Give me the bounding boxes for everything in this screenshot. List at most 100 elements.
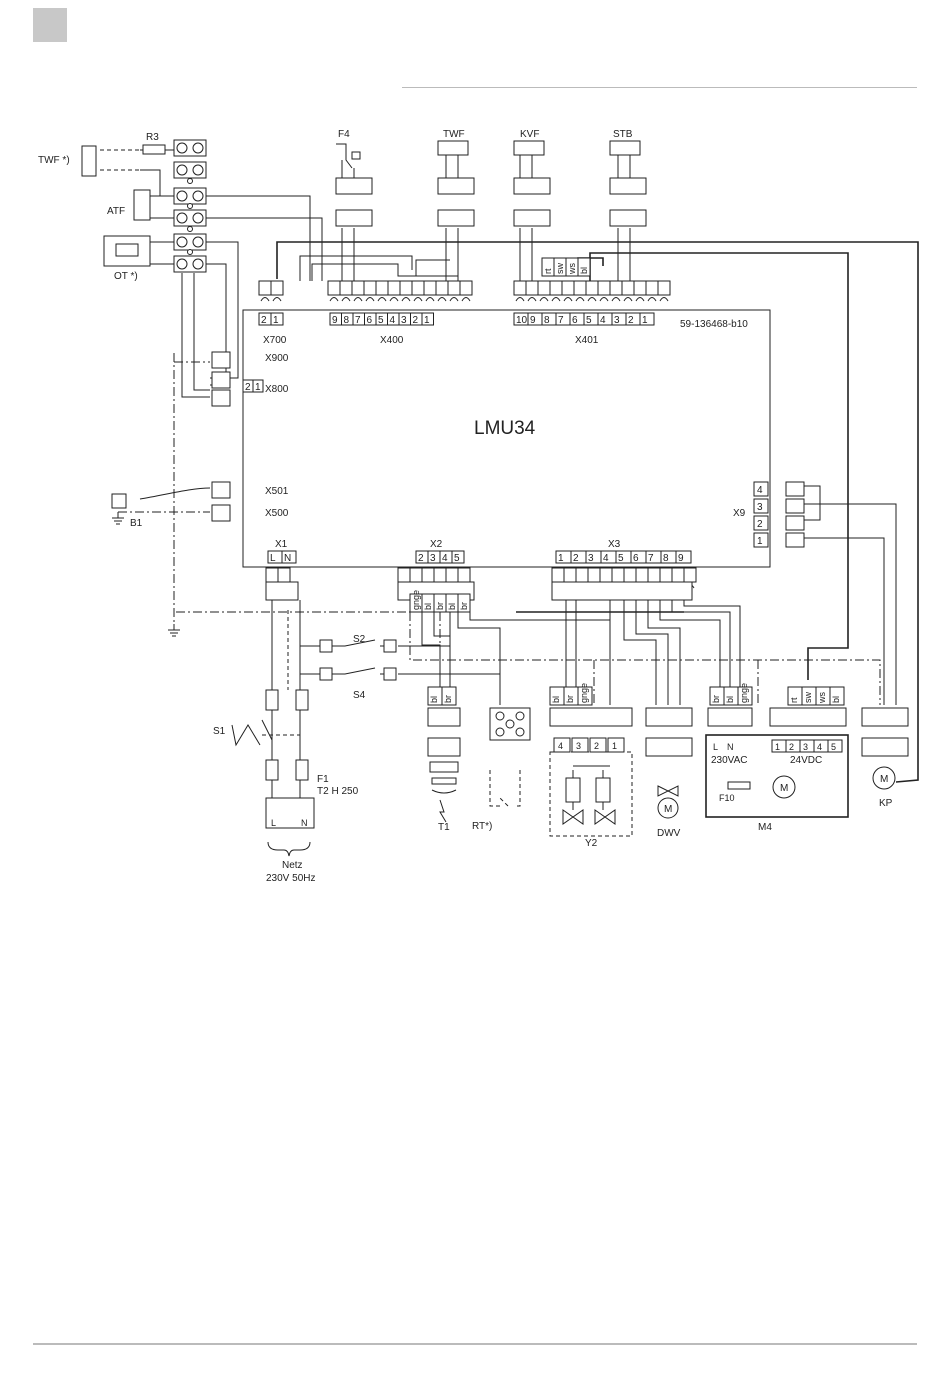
x3-plug-cell [623, 567, 637, 583]
mains-fuse-n [295, 759, 309, 781]
x400-plug-cell [375, 280, 389, 296]
mains-plug-l [265, 689, 279, 711]
x700-plug-cell [270, 280, 284, 296]
connector-x501: X501 [265, 486, 289, 497]
x401-wire-color: ws [567, 263, 577, 275]
m4-ac-pin: L [713, 742, 718, 752]
x3-plug-body [551, 581, 693, 601]
y2-wire-color: gnge [579, 683, 589, 703]
kp-pump-motor [872, 766, 896, 790]
m4-ac-wire-color: gnge [739, 683, 749, 703]
x2-plug-cell [409, 567, 423, 583]
x2-pin: 2 [418, 553, 424, 564]
x400-pin: 3 [401, 315, 407, 326]
x400-plug-contact [437, 297, 447, 302]
y2-pin: 2 [594, 741, 599, 751]
sensor-plug-bottom [437, 209, 475, 227]
stb-sensor-head [609, 140, 641, 156]
x401-pin: 1 [642, 315, 648, 326]
b1-earth-icon [112, 512, 124, 525]
x3-plug-cell [683, 567, 697, 583]
t1-plug-top [427, 707, 461, 727]
y2-wire-color: bl [551, 696, 561, 703]
component-s1: S1 [213, 726, 226, 737]
sensor-plug-bottom [609, 209, 647, 227]
x400-plug-cell [447, 280, 461, 296]
x3-plug-cell [611, 567, 625, 583]
x401-wire-color: sw [555, 263, 565, 275]
x401-plug-contact [527, 297, 537, 302]
x401-plug-cell [549, 280, 563, 296]
sensor-plug-top [437, 177, 475, 195]
component-f1: F1 [317, 774, 329, 785]
connector-x900: X900 [265, 353, 289, 364]
x1-pin-box [281, 550, 297, 564]
x401-pin-box [639, 312, 655, 326]
component-f1-rating: T2 H 250 [317, 786, 359, 797]
component-b1: B1 [130, 518, 143, 529]
x9-pin: 4 [757, 485, 763, 496]
x1-plug-cell [277, 567, 291, 583]
y2-wire-color: br [565, 695, 575, 703]
component-kvf: KVF [520, 129, 539, 140]
x1-plug-cell [265, 567, 279, 583]
component-dwv: DWV [657, 828, 681, 839]
resistor-r3 [142, 144, 166, 155]
dwv-motor [657, 797, 679, 819]
twf-sensor-head [437, 140, 469, 156]
header-rule [402, 87, 917, 88]
m4-dc-label: 24VDC [790, 755, 822, 766]
x401-pin: 3 [614, 315, 620, 326]
x3-pin: 6 [633, 553, 639, 564]
kvf-sensor-head [513, 140, 545, 156]
x401-plug-contact [539, 297, 549, 302]
mains-pin: N [301, 818, 308, 828]
x3-pin: 9 [678, 553, 684, 564]
m4-ac-wire-color: bl [725, 696, 735, 703]
x700-pin: 2 [261, 315, 267, 326]
component-atf: ATF [107, 206, 125, 217]
connector-x500: X500 [265, 508, 289, 519]
x3-plug-cell [671, 567, 685, 583]
x401-plug-contact [623, 297, 633, 302]
x400-plug-cell [339, 280, 353, 296]
x700-pin: 1 [273, 315, 279, 326]
m4-dc-pin: 3 [803, 742, 808, 752]
x400-plug-contact [449, 297, 459, 302]
board-title: LMU34 [474, 418, 536, 439]
x401-plug-contact [551, 297, 561, 302]
s2-plug-left [319, 639, 333, 653]
x400-pin: 4 [390, 315, 396, 326]
x400-plug-contact [341, 297, 351, 302]
x800-plug-2 [211, 389, 231, 407]
connector-x400: X400 [380, 335, 404, 346]
x401-plug-cell [537, 280, 551, 296]
x3-pin: 3 [588, 553, 594, 564]
x2-pin: 3 [430, 553, 436, 564]
m4-dc-plug [769, 707, 847, 727]
x400-pin: 2 [413, 315, 419, 326]
s2-plug-right [383, 639, 397, 653]
kp-plug-bottom [861, 737, 909, 757]
mains-brace [267, 841, 311, 857]
m4-ac-wire-color: br [711, 695, 721, 703]
x400-plug-cell [327, 280, 341, 296]
x9-plug [785, 515, 805, 531]
mains-fuse-l [265, 759, 279, 781]
x9-plug [785, 481, 805, 497]
x400-plug-contact [377, 297, 387, 302]
main-board-outline [242, 309, 771, 568]
component-twf-top: TWF [443, 129, 465, 140]
x700-pin-box [270, 312, 284, 326]
x3-pin-box [675, 550, 692, 564]
component-s2: S2 [353, 634, 366, 645]
x400-plug-contact [413, 297, 423, 302]
y2-pin-box [589, 737, 607, 753]
x9-plug [785, 532, 805, 548]
x401-plug-contact [575, 297, 585, 302]
sensor-plug-top [609, 177, 647, 195]
x501-plug [211, 481, 231, 499]
connector-x800: X800 [265, 384, 289, 395]
